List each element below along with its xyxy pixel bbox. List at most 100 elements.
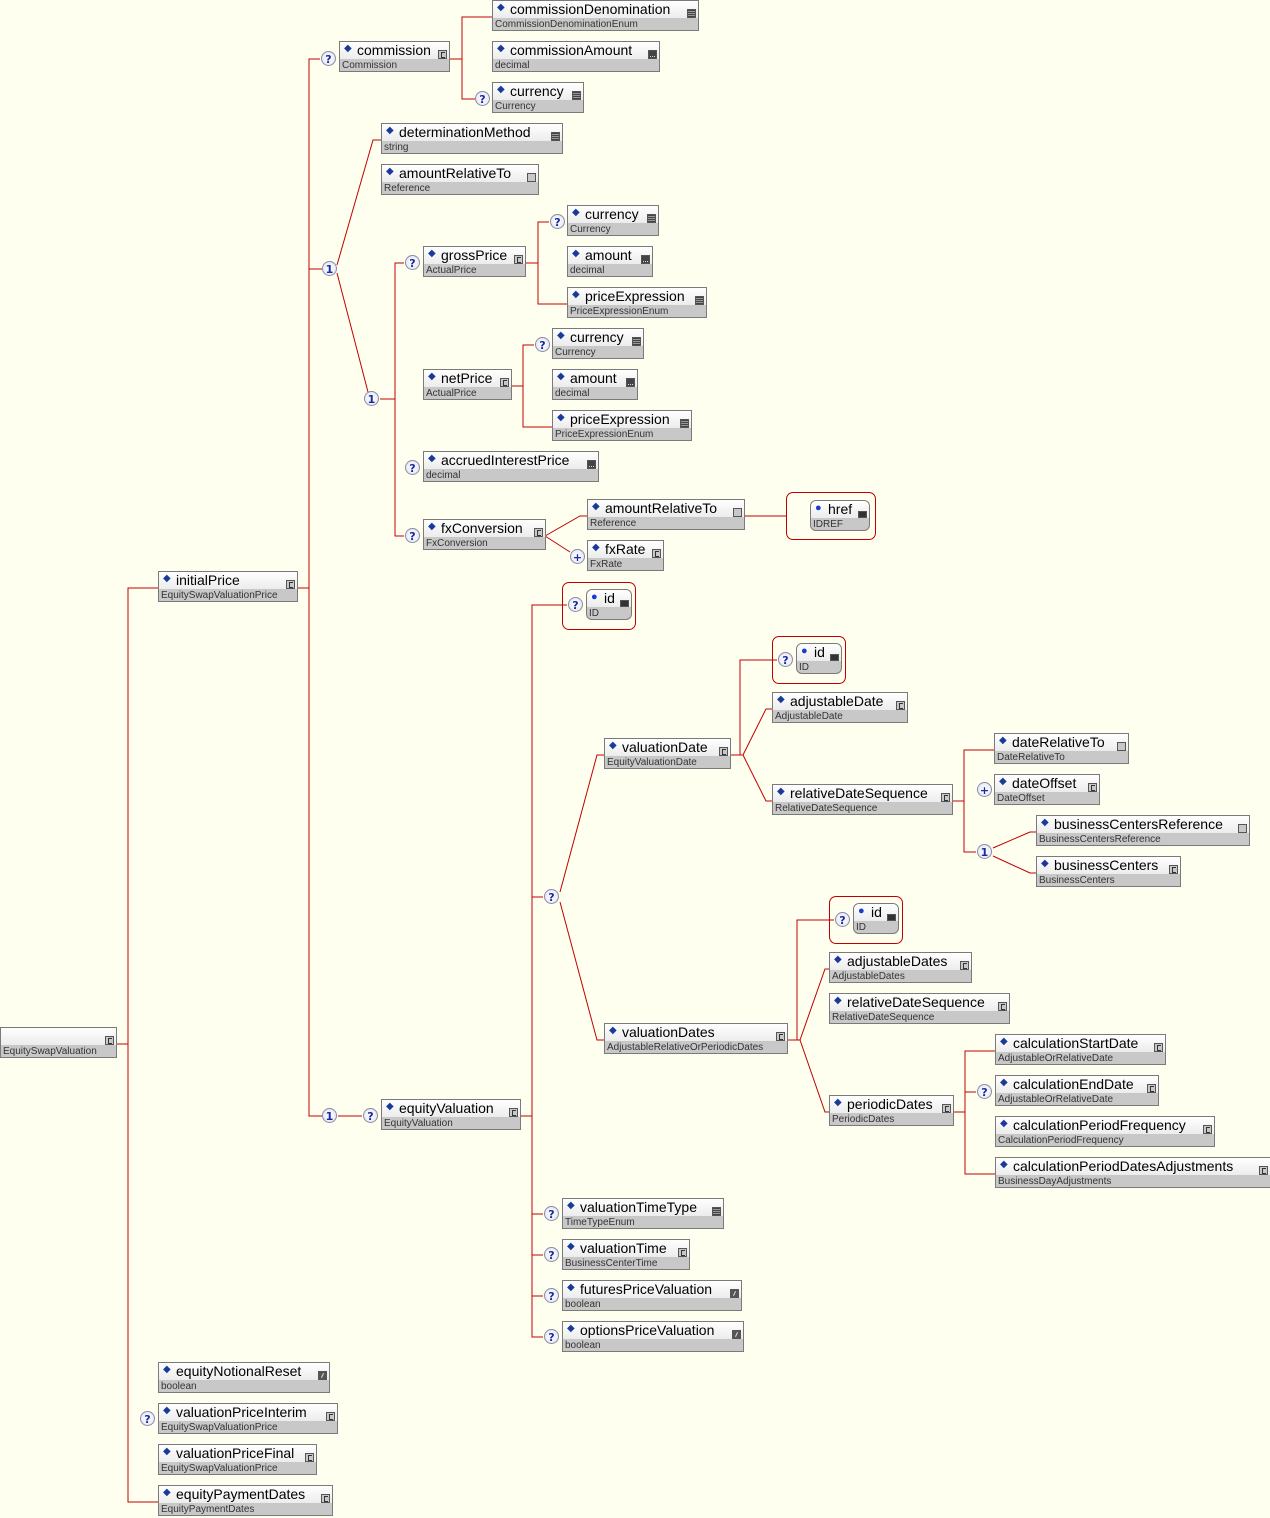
complex-type-icon[interactable]	[514, 255, 523, 264]
complex-type-icon[interactable]	[960, 961, 969, 970]
boolean-icon[interactable]	[730, 1289, 739, 1298]
element-name: equityNotionalReset	[176, 1363, 302, 1379]
complex-type-icon[interactable]	[438, 50, 447, 59]
element-diamond-icon: ◆	[428, 248, 436, 259]
enum-icon[interactable]	[551, 132, 560, 141]
empty-type-icon[interactable]	[1238, 824, 1247, 833]
empty-type-icon[interactable]	[733, 508, 742, 517]
schema-element-node[interactable]: EquitySwapValuation	[0, 1027, 117, 1058]
complex-type-icon[interactable]	[326, 1412, 335, 1421]
complex-type-icon[interactable]	[286, 580, 295, 589]
complex-type-icon[interactable]	[105, 1036, 114, 1045]
boolean-icon[interactable]	[318, 1371, 327, 1380]
enum-icon[interactable]	[647, 214, 656, 223]
simple-type-icon[interactable]	[641, 255, 650, 264]
enum-icon[interactable]	[687, 9, 696, 18]
complex-type-icon[interactable]	[942, 1104, 951, 1113]
simple-type-icon[interactable]	[626, 378, 635, 387]
complex-type-icon[interactable]	[678, 1248, 687, 1257]
element-type: CalculationPeriodFrequency	[998, 1135, 1124, 1146]
element-header: ◆periodicDates	[830, 1096, 953, 1113]
complex-type-icon[interactable]	[1203, 1125, 1212, 1134]
enum-icon[interactable]	[695, 296, 704, 305]
complex-type-icon[interactable]	[1169, 865, 1178, 874]
empty-type-icon[interactable]	[527, 173, 536, 182]
complex-type-icon[interactable]	[321, 1494, 330, 1503]
simple-type-icon[interactable]	[648, 50, 657, 59]
enum-icon[interactable]	[712, 1207, 721, 1216]
complex-type-icon[interactable]	[776, 1032, 785, 1041]
enum-icon[interactable]	[572, 91, 581, 100]
attribute-group	[562, 582, 636, 630]
complex-type-icon[interactable]	[305, 1453, 314, 1462]
complex-type-icon[interactable]	[998, 1002, 1007, 1011]
complex-type-icon[interactable]	[1259, 1166, 1268, 1175]
complex-type-icon[interactable]	[509, 1108, 518, 1117]
element-name: futuresPriceValuation	[580, 1281, 713, 1297]
complex-type-icon[interactable]	[500, 378, 509, 387]
complex-type-icon[interactable]	[941, 793, 950, 802]
attribute-dot-icon: ●	[815, 502, 822, 514]
complex-type-icon[interactable]	[896, 701, 905, 710]
complex-type-icon[interactable]	[1088, 783, 1097, 792]
complex-type-icon[interactable]	[719, 747, 728, 756]
enum-icon[interactable]	[680, 419, 689, 428]
simple-type-icon[interactable]	[587, 460, 596, 469]
complex-type-icon[interactable]	[1154, 1043, 1163, 1052]
complex-type-icon[interactable]	[534, 528, 543, 537]
boolean-icon[interactable]	[732, 1330, 741, 1339]
complex-type-icon[interactable]	[1147, 1084, 1156, 1093]
complex-type-icon[interactable]	[652, 549, 661, 558]
empty-type-icon[interactable]	[1117, 742, 1126, 751]
enum-icon[interactable]	[632, 337, 641, 346]
attribute-header: ●href	[811, 501, 869, 518]
